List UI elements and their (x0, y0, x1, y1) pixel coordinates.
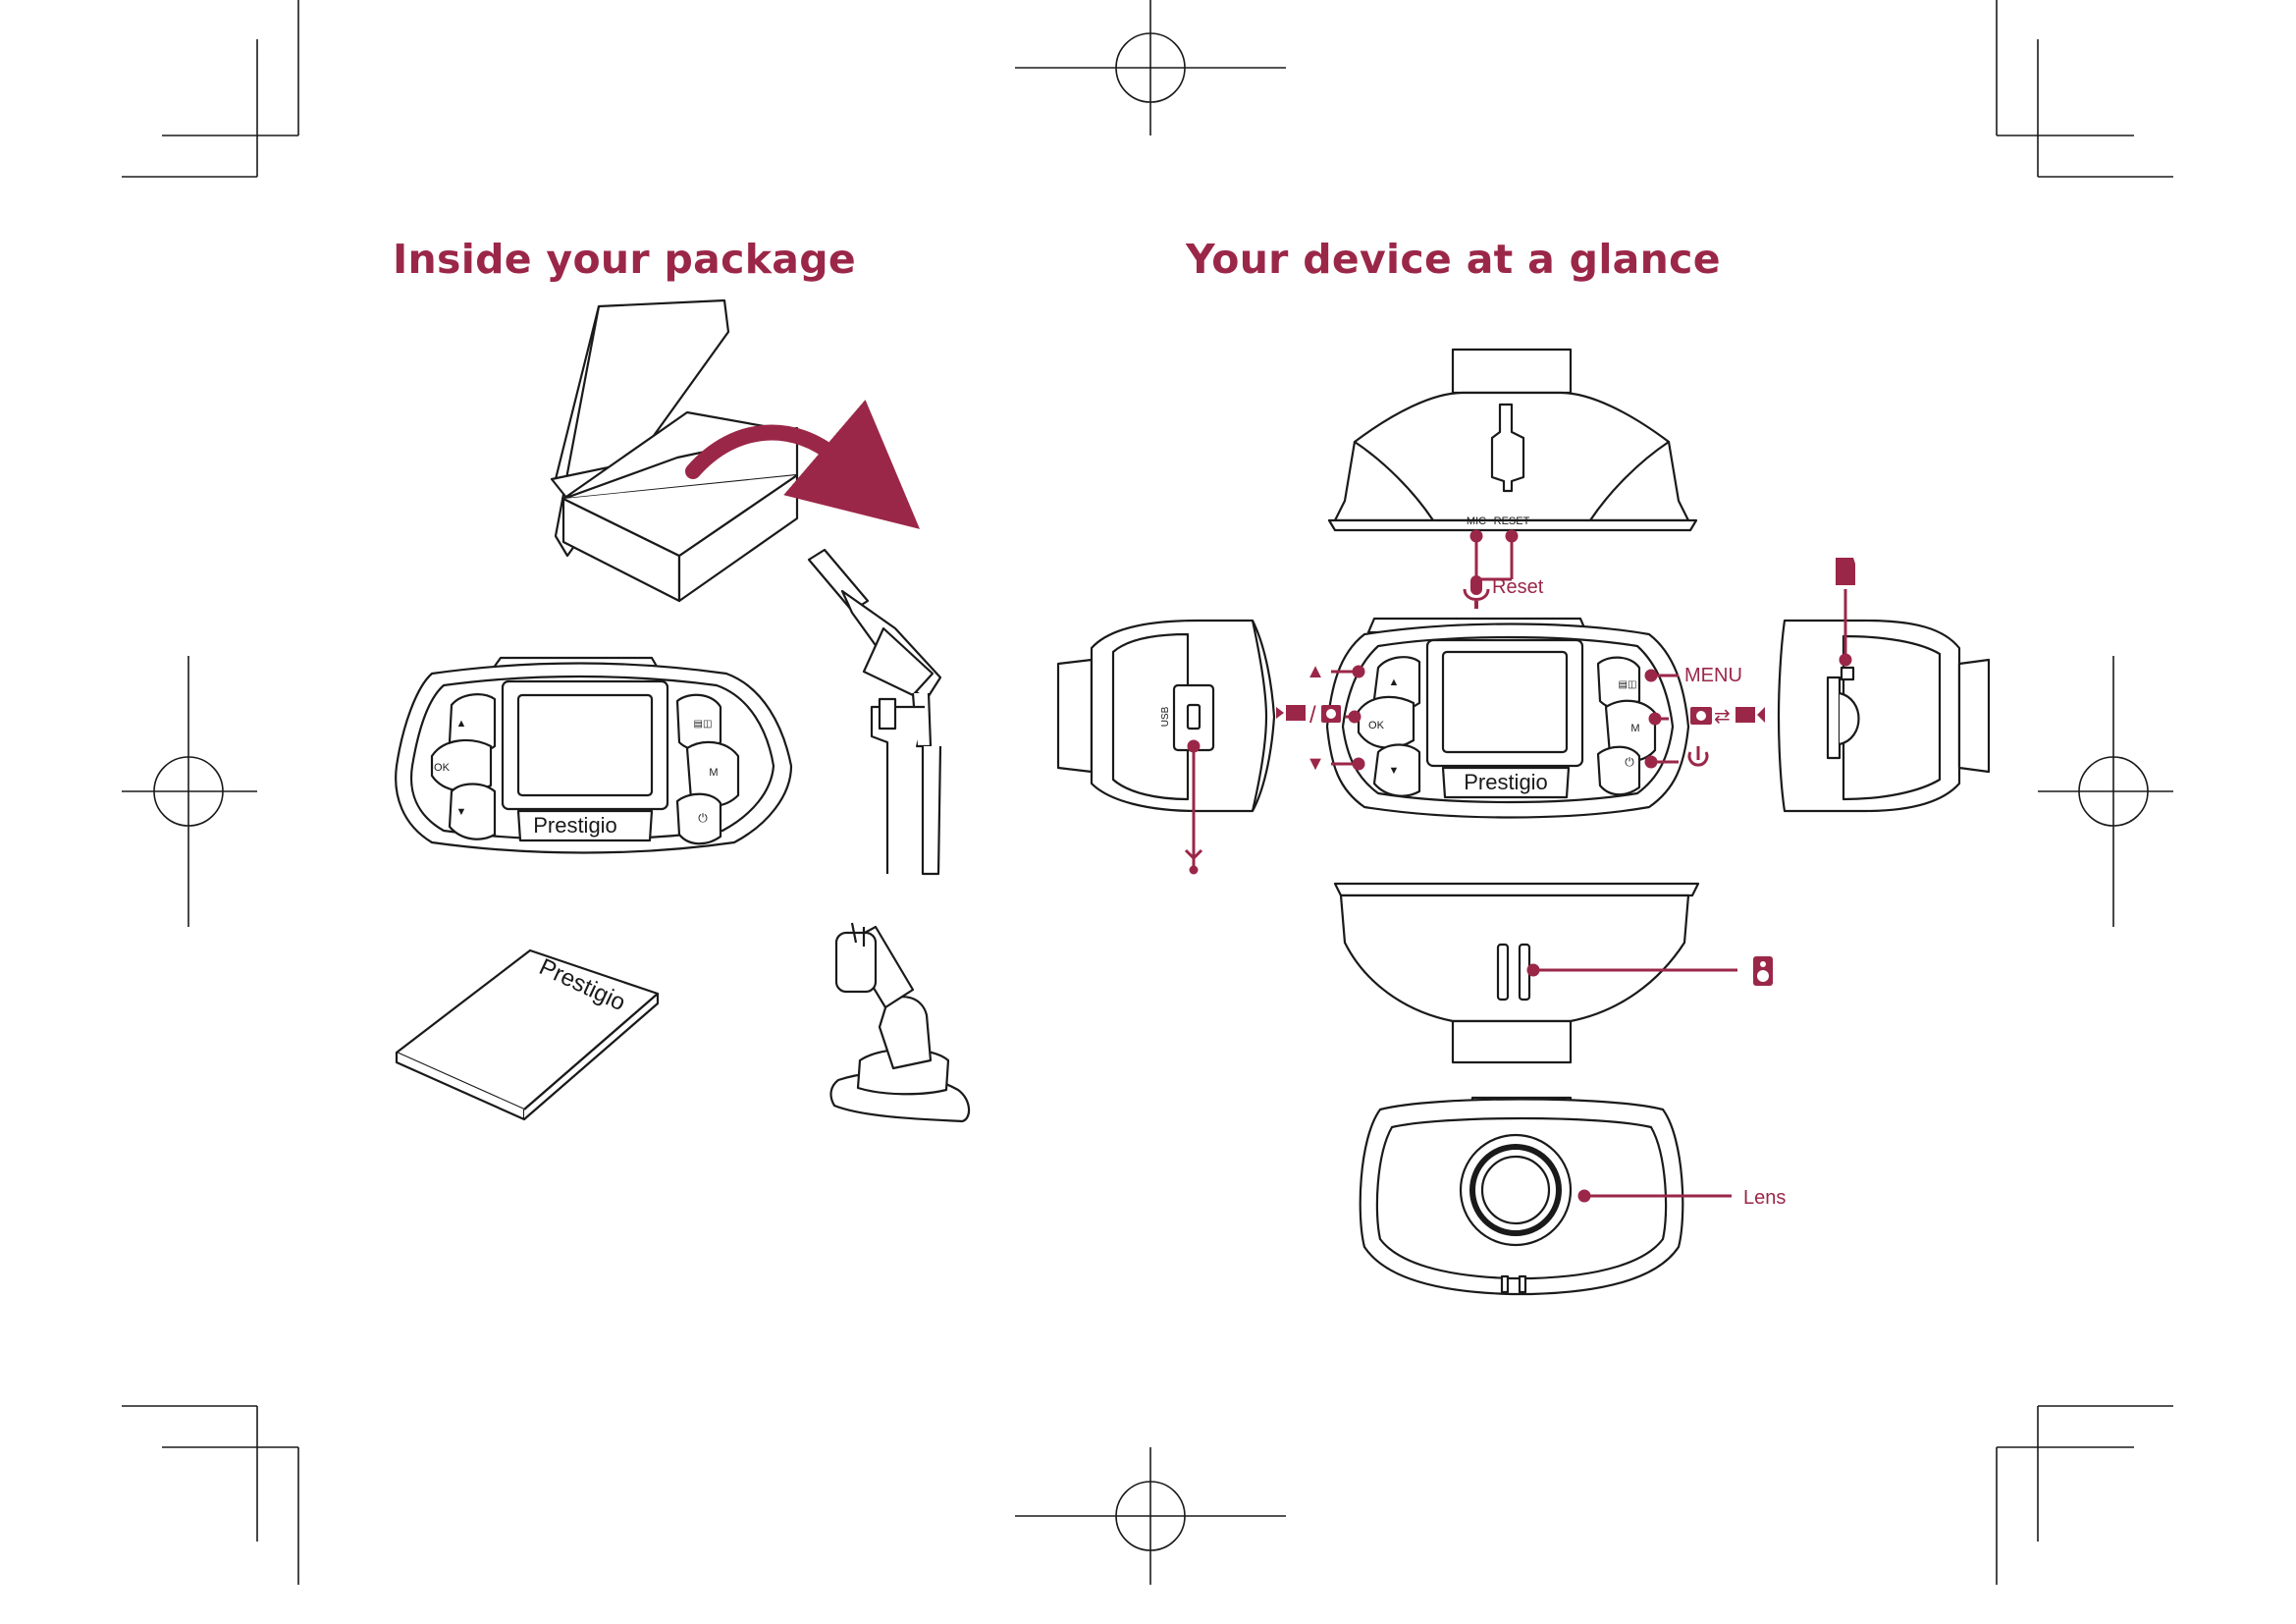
inside-package-title: Inside your package (393, 236, 857, 283)
suction-mount-icon (829, 922, 971, 1123)
manual-icon (395, 948, 660, 1121)
front-callout-labels: ▲ ▼ MENU (1306, 661, 1742, 775)
reset-label: RESET (1494, 515, 1530, 527)
crop-marks (122, 0, 2173, 1585)
up-button-label: ▲ (456, 718, 467, 730)
car-charger-icon (807, 548, 942, 876)
front-callouts (1331, 665, 1679, 771)
brand-label: Prestigio (533, 813, 617, 838)
lens-callout-label: Lens (1743, 1187, 1786, 1209)
down-button-label: ▼ (456, 806, 467, 818)
reset-callout: Reset (1492, 576, 1544, 598)
lens-callout (1577, 1189, 1732, 1203)
device-glance-title: Your device at a glance (1186, 236, 1721, 283)
svg-text:⏻: ⏻ (1625, 755, 1634, 769)
record-photo-icon: / (1276, 702, 1341, 729)
dashcam-front-icon (395, 656, 793, 854)
device-left-side-view (1056, 619, 1276, 813)
usb-callout (1187, 739, 1201, 842)
svg-text:▤◫: ▤◫ (1619, 679, 1637, 690)
usb-icon (1184, 837, 1203, 875)
usb-port-label: USB (1160, 706, 1171, 727)
power-icon (1687, 746, 1709, 767)
up-callout: ▲ (1306, 661, 1325, 682)
svg-text:/: / (1309, 702, 1316, 729)
mic-label: MIC (1467, 515, 1486, 527)
top-view-labels: MIC RESET (1467, 515, 1530, 527)
front-down-label: ▼ (1389, 765, 1400, 777)
device-bottom-view (1333, 882, 1700, 1064)
m-button-label: M (709, 767, 718, 779)
ok-button-label: OK (434, 762, 451, 774)
front-up-label: ▲ (1389, 677, 1400, 688)
menu-glyph: ▤◫ (694, 719, 713, 730)
sd-card-icon (1836, 558, 1855, 585)
box-icon (550, 298, 799, 603)
menu-callout: MENU (1684, 665, 1742, 686)
front-brand-label: Prestigio (1464, 770, 1548, 794)
device-back-view (1359, 1096, 1684, 1296)
speaker-callout (1526, 963, 1737, 977)
svg-text:⇄: ⇄ (1714, 706, 1731, 728)
device-top-view (1327, 348, 1698, 532)
top-callouts (1469, 529, 1519, 581)
power-glyph: ⏻ (698, 811, 708, 825)
dashcam-labels: ▲ OK ▼ M ▤◫ ⏻ Prestigio (434, 718, 719, 838)
unbox-arrow (685, 399, 921, 529)
microphone-icon (1463, 575, 1490, 609)
front-m-label: M (1630, 723, 1639, 734)
sd-callout (1839, 589, 1852, 667)
front-ok-label: OK (1368, 720, 1385, 731)
device-front-view (1325, 617, 1690, 819)
device-right-side-view (1777, 619, 1991, 813)
camera-swap-icon: ⇄ (1690, 706, 1765, 728)
speaker-icon (1753, 956, 1773, 986)
front-view-labels: ▲ OK ▼ M ▤◫ ⏻ Prestigio (1368, 677, 1640, 794)
down-callout: ▼ (1306, 753, 1325, 775)
